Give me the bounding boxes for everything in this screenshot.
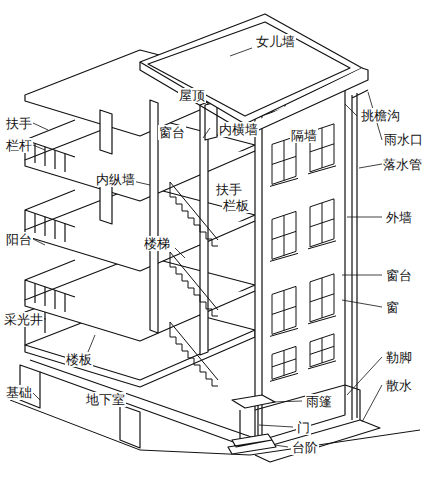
part-label: 雨篷 xyxy=(305,394,333,409)
part-label: 隔墙 xyxy=(290,128,318,143)
line-art xyxy=(170,330,218,386)
part-label: 楼梯 xyxy=(143,236,171,251)
line-art xyxy=(310,199,334,247)
part-label: 扶手 xyxy=(5,116,33,131)
line-art xyxy=(64,224,65,242)
part-label: 内纵墙 xyxy=(95,172,136,187)
line-art xyxy=(272,346,296,379)
line-art xyxy=(310,278,334,318)
line-art xyxy=(170,252,218,310)
part-label: 女儿墙 xyxy=(255,34,296,49)
line-art xyxy=(272,215,296,255)
part-label: 窗台 xyxy=(385,268,413,283)
part-label: 栏板 xyxy=(222,198,250,213)
line-art xyxy=(44,217,45,236)
line-art xyxy=(310,334,334,367)
line-art xyxy=(34,213,35,233)
line-art xyxy=(272,140,296,180)
line-art xyxy=(272,290,296,330)
line-art xyxy=(64,294,65,312)
line-art xyxy=(272,286,296,334)
part-label: 基础 xyxy=(5,385,33,400)
part-label: 栏杆 xyxy=(5,138,33,153)
part-label: 外墙 xyxy=(385,210,413,225)
part-label: 勒脚 xyxy=(385,350,413,365)
part-label: 门 xyxy=(296,420,311,435)
line-art xyxy=(64,154,65,172)
part-label: 散水 xyxy=(385,378,413,393)
part-label: 窗台 xyxy=(158,125,186,140)
line-art xyxy=(272,136,296,184)
line-art xyxy=(170,190,218,246)
part-label: 台阶 xyxy=(291,440,319,455)
part-label: 采光井 xyxy=(3,312,44,327)
part-label: 阳台 xyxy=(5,232,33,247)
line-art xyxy=(310,274,334,322)
line-art xyxy=(270,253,298,261)
line-art xyxy=(54,290,55,309)
line-art xyxy=(308,241,336,249)
line-art xyxy=(170,182,218,240)
line-art xyxy=(170,322,218,380)
part-label: 雨水口 xyxy=(383,132,424,147)
part-label: 落水管 xyxy=(382,157,423,172)
line-art xyxy=(270,373,298,381)
line-art xyxy=(310,338,334,363)
line-art xyxy=(270,178,298,186)
line-art xyxy=(170,260,218,316)
line-art xyxy=(308,361,336,369)
part-label: 地下室 xyxy=(85,392,126,407)
line-art xyxy=(308,316,336,324)
line-art xyxy=(272,350,296,375)
line-art xyxy=(270,328,298,336)
part-label: 扶手 xyxy=(215,182,243,197)
line-art xyxy=(54,150,55,169)
line-art xyxy=(54,220,55,239)
line-art xyxy=(310,203,334,243)
part-label: 窗 xyxy=(385,300,400,315)
part-label: 屋顶 xyxy=(178,88,206,103)
line-art xyxy=(272,211,296,259)
line-art xyxy=(308,166,336,174)
line-art xyxy=(34,283,35,303)
part-label: 楼板 xyxy=(65,352,93,367)
part-label: 挑檐沟 xyxy=(360,108,401,123)
line-art xyxy=(44,287,45,306)
part-label: 内横墙 xyxy=(218,122,259,137)
